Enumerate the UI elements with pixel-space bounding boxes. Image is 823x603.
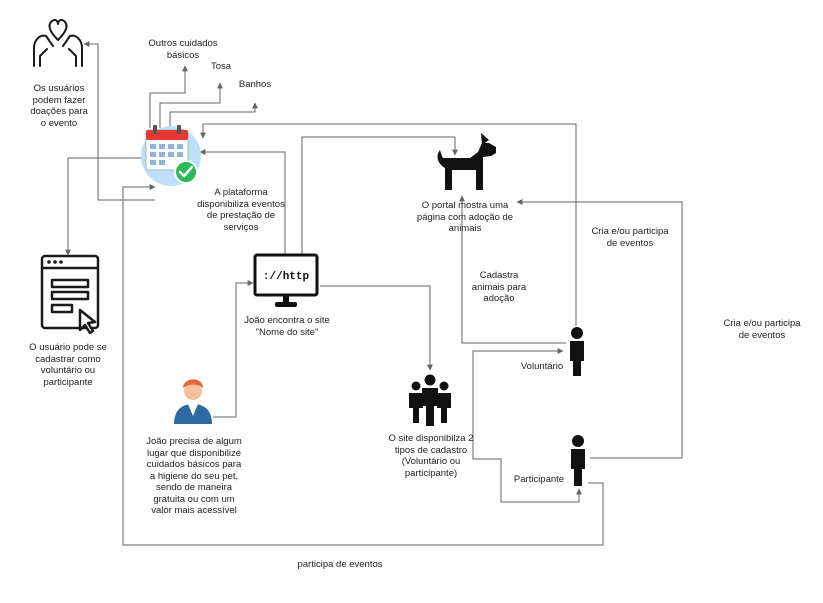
register-animals-label: Cadastra animais para adoção	[471, 270, 527, 304]
joao-finds-site-label: João encontra o site "Nome do site"	[244, 315, 330, 338]
create-events-label: Cria e/ou participa de eventos	[723, 318, 801, 341]
connector-participant-to-portal	[516, 199, 683, 459]
grooming-label: Tosa	[210, 61, 232, 72]
connector-lines	[65, 41, 683, 546]
create-events-label: Cria e/ou participa de eventos	[591, 226, 669, 249]
participates-label: participa de eventos	[297, 559, 383, 570]
person-icon	[570, 327, 584, 376]
connector-group-to-volunteer	[472, 348, 564, 460]
user-avatar-icon	[174, 379, 212, 424]
connector-monitor-to-dog	[301, 136, 458, 254]
connector-calendar-to-bath	[169, 102, 258, 128]
connector-volunteer-to-calendar	[200, 123, 577, 326]
http-monitor-icon: ://http	[253, 253, 319, 307]
dog-icon	[437, 133, 496, 190]
group-icon	[409, 374, 451, 426]
platform-label: A plataforma disponibiliza eventos de pr…	[197, 187, 285, 233]
connector-monitor-to-group	[320, 285, 433, 371]
calendar-check-icon	[141, 125, 201, 186]
site-types-label: O site disponibilza 2 tipos de cadastro …	[388, 433, 474, 479]
connector-monitor-to-calendar	[199, 149, 286, 254]
person-icon	[571, 435, 585, 486]
connector-participant-to-calendar	[122, 184, 604, 546]
http-text: ://http	[263, 271, 310, 283]
connector-joao-to-monitor	[213, 280, 254, 418]
connector-calendar-to-other-care	[149, 65, 188, 128]
signup-label: O usuário pode se cadastrar como voluntá…	[29, 342, 107, 388]
bath-label: Banhos	[238, 79, 272, 90]
donation-label: Os usuários podem fazer doações para o e…	[30, 83, 88, 129]
connector-volunteer-to-dog	[459, 195, 566, 344]
participant-label: Participante	[513, 474, 565, 485]
heart-hands-icon	[33, 18, 83, 67]
volunteer-label: Voluntário	[520, 361, 564, 372]
connector-calendar-to-form	[65, 157, 142, 256]
connector-group-to-participant	[484, 458, 582, 503]
joao-needs-label: João precisa de algum lugar que disponib…	[146, 436, 242, 516]
signup-form-icon	[40, 254, 100, 335]
other-care-label: Outros cuidados básicos	[148, 38, 218, 61]
connector-calendar-to-grooming	[159, 82, 223, 128]
portal-label: O portal mostra uma página com adoção de…	[416, 200, 514, 234]
connector-calendar-to-donation	[83, 41, 155, 201]
